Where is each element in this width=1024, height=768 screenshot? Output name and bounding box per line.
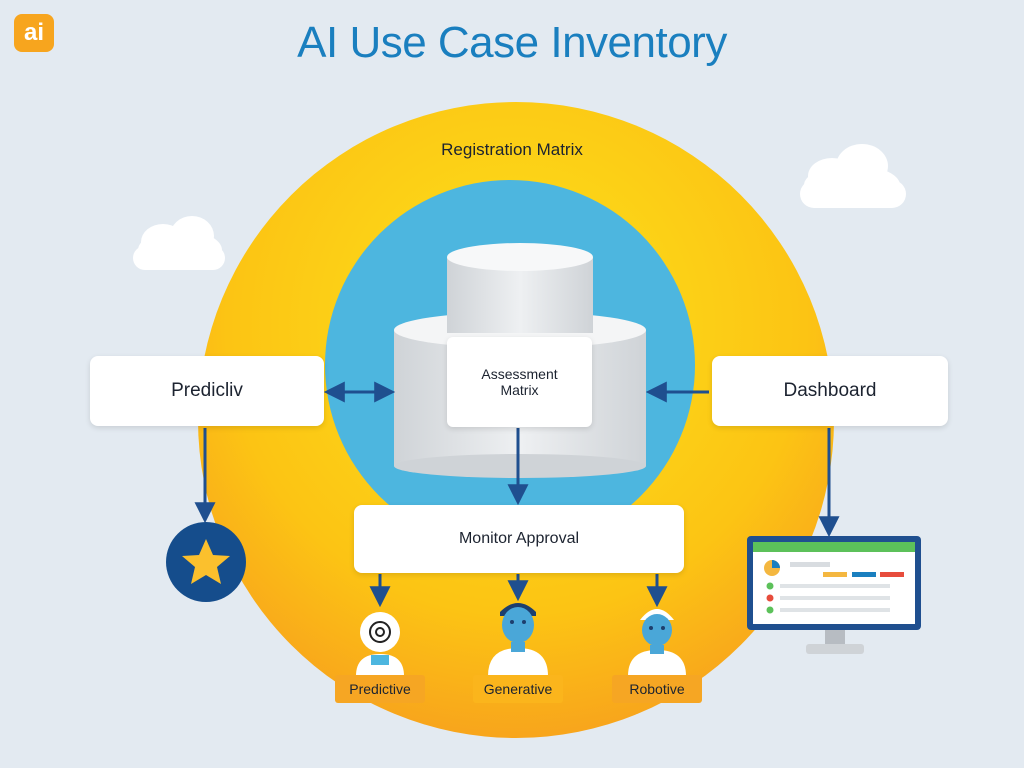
robot-icon	[356, 612, 404, 676]
star-icon	[166, 522, 246, 602]
ai-logo: ai	[14, 14, 54, 52]
predictive-node: Predicliv	[90, 356, 324, 426]
agent-tag-robotive: Robotive	[612, 675, 702, 703]
dashboard-node: Dashboard	[712, 356, 948, 426]
cloud-icon-right	[800, 144, 906, 208]
person-icon-generative	[488, 603, 548, 676]
agent-tag-predictive: Predictive	[335, 675, 425, 703]
cloud-icon-left	[133, 216, 225, 270]
page-title: AI Use Case Inventory	[297, 18, 727, 67]
person-icon-robotive	[628, 609, 686, 676]
connector-arrows	[194, 381, 840, 608]
agent-tag-generative: Generative	[473, 675, 563, 703]
ring-label: Registration Matrix	[441, 140, 583, 159]
monitor-approval-node: Monitor Approval	[354, 505, 684, 573]
monitor-icon	[747, 536, 921, 654]
assessment-matrix-node: Assessment Matrix	[447, 337, 592, 427]
